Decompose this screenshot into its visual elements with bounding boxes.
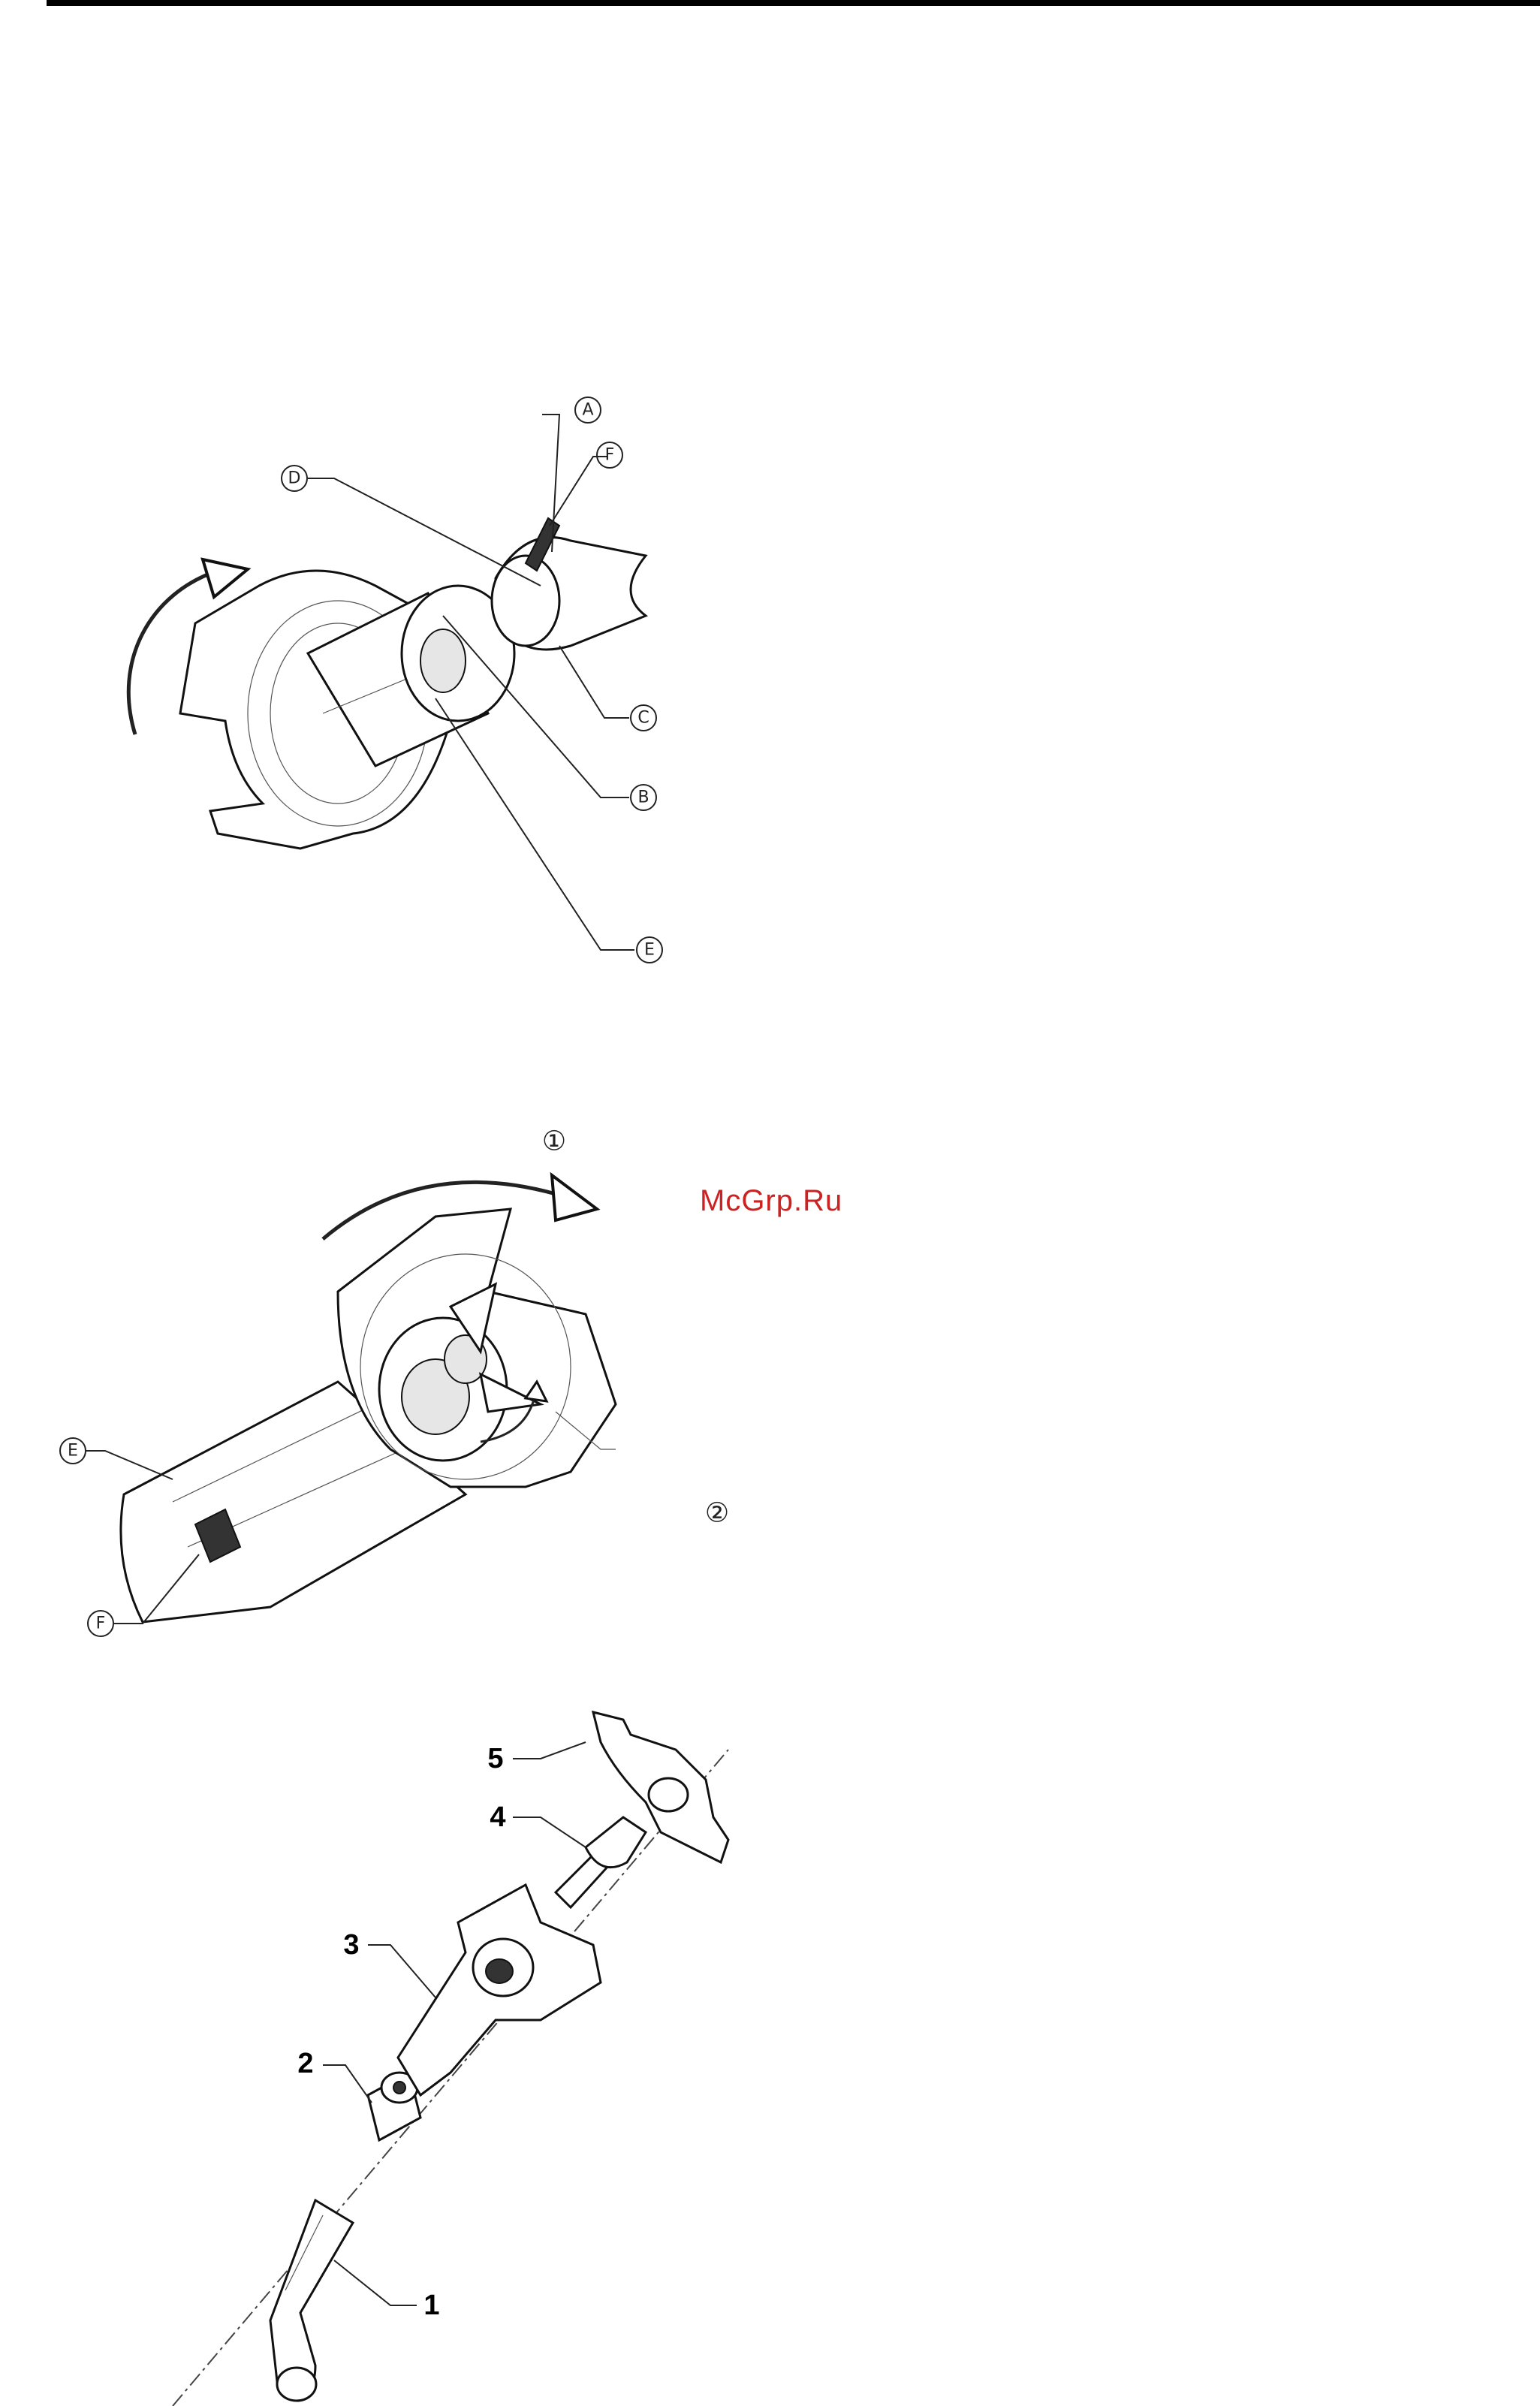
- inner-nut: [420, 629, 466, 692]
- step-1-label: ①: [542, 1126, 566, 1157]
- callout-E-2: E: [68, 1442, 78, 1461]
- part-number-3: 3: [343, 1929, 359, 1961]
- leader-1: [334, 2260, 417, 2305]
- cover-hole-5: [649, 1778, 688, 1811]
- coupling-hole-2: [393, 2082, 405, 2094]
- leader-E: [435, 698, 634, 950]
- part-number-1: 1: [423, 2290, 439, 2321]
- part-number-2: 2: [297, 2048, 313, 2079]
- watermark: McGrp.Ru: [700, 1184, 842, 1217]
- leader-3: [368, 1945, 435, 1997]
- coupling-end: [492, 556, 559, 646]
- wrench-socket-end: [277, 2368, 316, 2401]
- leader-F: [550, 457, 608, 526]
- housing-hub-3: [486, 1959, 513, 1983]
- callout-C: C: [637, 709, 649, 728]
- assembly-axis: [173, 1750, 728, 2406]
- leader-2: [323, 2065, 372, 2103]
- step-2-label: ②: [705, 1498, 729, 1529]
- figure-3: 5 4 3 2 1: [173, 1712, 728, 2406]
- figure-2: E F ① ②: [60, 1126, 729, 1637]
- rotation-arrowhead-1: [203, 559, 248, 597]
- blade-part-4: [586, 1817, 646, 1868]
- part-number-5: 5: [487, 1743, 503, 1774]
- figure-1: A F D C B E: [128, 397, 662, 963]
- callout-F-2: F: [96, 1615, 106, 1633]
- wrench-part-1: [270, 2200, 353, 2395]
- leader-C: [559, 646, 629, 718]
- leader-4: [513, 1817, 586, 1847]
- part-number-4: 4: [490, 1801, 505, 1833]
- leader-5: [513, 1742, 586, 1759]
- callout-F: F: [605, 446, 615, 465]
- callout-A: A: [582, 401, 593, 420]
- callout-E: E: [644, 941, 655, 960]
- rotation-arrowhead-2: [552, 1175, 597, 1220]
- callout-D: D: [288, 469, 301, 488]
- callout-B: B: [637, 788, 649, 807]
